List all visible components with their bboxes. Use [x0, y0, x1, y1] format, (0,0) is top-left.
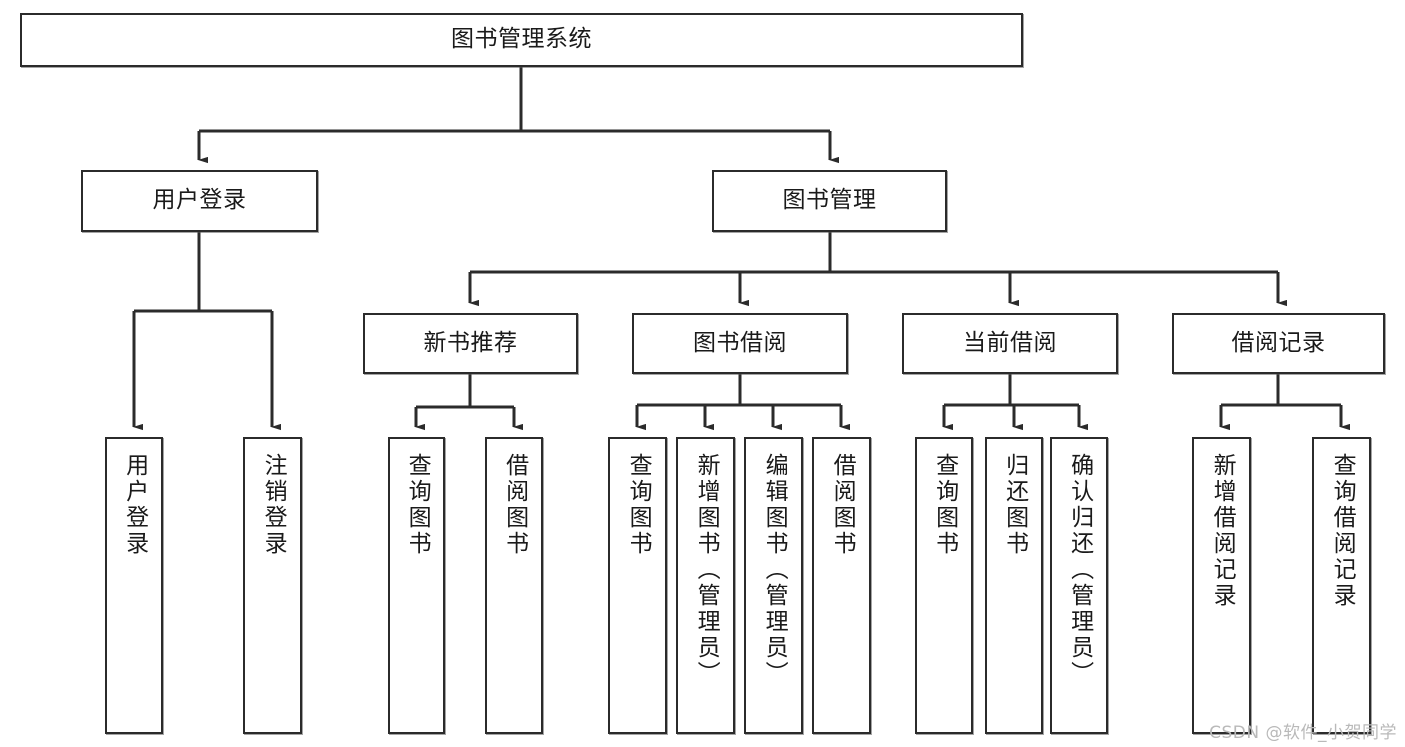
node-leaf-logout-login[interactable]: 注销登录 [243, 437, 302, 734]
node-root-label: 图书管理系统 [451, 26, 592, 53]
node-leaf-query-book-1[interactable]: 查询图书 [388, 437, 445, 734]
node-leaf-query-book-2-label: 查询图书 [625, 453, 652, 557]
node-leaf-query-borrow-record[interactable]: 查询借阅记录 [1312, 437, 1371, 734]
node-leaf-borrow-book-1[interactable]: 借阅图书 [485, 437, 543, 734]
node-book-borrow-label: 图书借阅 [693, 329, 787, 356]
node-leaf-edit-book-admin[interactable]: 编辑图书（管理员） [744, 437, 803, 734]
node-current-borrow-label: 当前借阅 [963, 329, 1057, 356]
node-new-book-recommend[interactable]: 新书推荐 [363, 313, 578, 374]
node-leaf-confirm-return-admin[interactable]: 确认归还（管理员） [1050, 437, 1108, 734]
node-root[interactable]: 图书管理系统 [20, 13, 1023, 67]
node-leaf-query-book-2[interactable]: 查询图书 [608, 437, 667, 734]
node-leaf-logout-login-label: 注销登录 [260, 453, 287, 557]
node-leaf-borrow-book-2-label: 借阅图书 [829, 453, 856, 557]
node-book-borrow[interactable]: 图书借阅 [632, 313, 848, 374]
node-leaf-add-book-admin-label: 新增图书（管理员） [693, 453, 720, 687]
node-leaf-confirm-return-admin-label: 确认归还（管理员） [1066, 453, 1093, 687]
csdn-watermark: CSDN @软件_小贺同学 [1209, 723, 1397, 743]
node-leaf-query-book-3-label: 查询图书 [931, 453, 958, 557]
node-leaf-query-book-1-label: 查询图书 [404, 453, 431, 557]
node-leaf-return-book[interactable]: 归还图书 [985, 437, 1043, 734]
node-book-manage-label: 图书管理 [782, 187, 877, 214]
node-borrow-record-label: 借阅记录 [1231, 329, 1326, 356]
node-leaf-borrow-book-2[interactable]: 借阅图书 [812, 437, 871, 734]
node-new-book-recommend-label: 新书推荐 [423, 329, 518, 356]
node-user-login-label: 用户登录 [152, 187, 247, 214]
node-current-borrow[interactable]: 当前借阅 [902, 313, 1118, 374]
node-leaf-add-borrow-record[interactable]: 新增借阅记录 [1192, 437, 1251, 734]
node-leaf-borrow-book-1-label: 借阅图书 [501, 453, 528, 557]
node-leaf-user-login[interactable]: 用户登录 [105, 437, 163, 734]
node-leaf-add-book-admin[interactable]: 新增图书（管理员） [676, 437, 735, 734]
node-user-login[interactable]: 用户登录 [81, 170, 318, 232]
node-borrow-record[interactable]: 借阅记录 [1172, 313, 1385, 374]
node-book-manage[interactable]: 图书管理 [712, 170, 947, 232]
node-leaf-edit-book-admin-label: 编辑图书（管理员） [761, 453, 788, 687]
node-leaf-add-borrow-record-label: 新增借阅记录 [1209, 453, 1236, 609]
node-leaf-return-book-label: 归还图书 [1001, 453, 1028, 557]
node-leaf-query-book-3[interactable]: 查询图书 [915, 437, 973, 734]
node-leaf-user-login-label: 用户登录 [121, 453, 148, 557]
node-leaf-query-borrow-record-label: 查询借阅记录 [1329, 453, 1356, 609]
